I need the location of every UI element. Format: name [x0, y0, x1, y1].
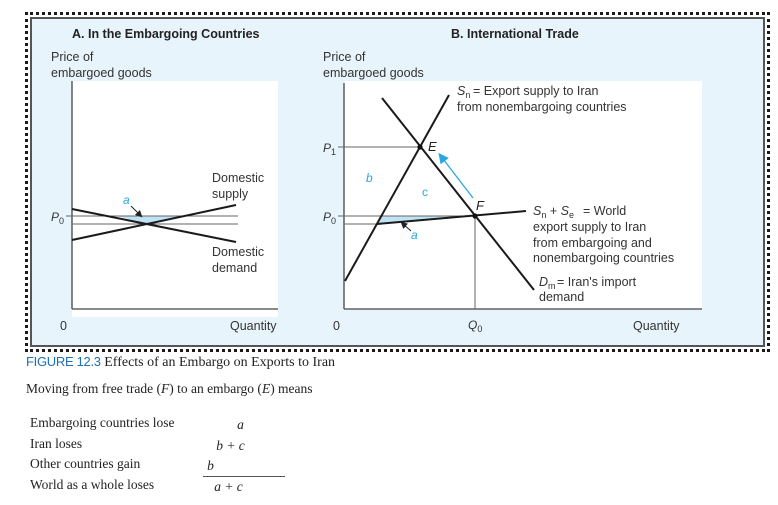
sn-label-2: from nonembargoing countries — [457, 100, 627, 114]
summary-label: Other countries gain — [30, 456, 141, 471]
summary-label: Iran loses — [30, 435, 83, 451]
panel-a-area-a — [117, 216, 180, 224]
point-f — [472, 213, 478, 219]
dm-demand-line — [381, 97, 535, 291]
panel-a-ylabel-1: Price of — [51, 50, 94, 64]
summary-value: a — [237, 417, 244, 432]
world-supply-label-3: from embargoing and — [533, 236, 652, 250]
panel-a: A. In the Embargoing Countries Price of … — [51, 27, 278, 333]
intro-text-before: Moving from free trade ( — [26, 381, 161, 396]
panel-a-ylabel-2: embargoed goods — [51, 66, 152, 80]
panel-b-ylabel-2: embargoed goods — [323, 66, 424, 80]
figure-dotted-border — [25, 12, 770, 352]
domestic-demand-label-2: demand — [212, 261, 257, 275]
summary-label: Embargoing countries lose — [30, 415, 175, 430]
panel-b-xlabel: Quantity — [633, 319, 680, 333]
panel-a-plot-area — [72, 81, 278, 317]
dm-label-1: = Iran's import — [557, 275, 637, 289]
intro-text-after: ) means — [270, 381, 313, 396]
figure-title: Effects of an Embargo on Exports to Iran — [104, 355, 336, 370]
panel-a-area-a-label: a — [123, 193, 130, 207]
world-supply-label-4: nonembargoing countries — [533, 251, 674, 265]
summary-total-rule — [203, 476, 285, 477]
intro-text-middle: ) to an embargo ( — [169, 381, 262, 396]
world-supply-label-1: = World — [583, 204, 626, 218]
panel-a-title: A. In the Embargoing Countries — [72, 27, 260, 41]
figure-caption: FIGURE 12.3 Effects of an Embargo on Exp… — [26, 354, 335, 371]
point-f-label: F — [476, 198, 485, 213]
f-to-e-arrow — [438, 152, 474, 199]
sn-label-1: = Export supply to Iran — [473, 84, 598, 98]
figure-charts: A. In the Embargoing Countries Price of … — [51, 27, 702, 334]
dm-label-2: demand — [539, 290, 584, 304]
summary-value: b — [207, 458, 214, 473]
domestic-supply-line — [71, 204, 237, 241]
panel-b-title: B. International Trade — [451, 27, 579, 41]
world-supply-label-2: export supply to Iran — [533, 220, 646, 234]
panel-a-xlabel: Quantity — [230, 319, 277, 333]
domestic-supply-label-2: supply — [212, 187, 249, 201]
area-c-label: c — [422, 185, 428, 199]
p1-label: P1 — [323, 141, 336, 157]
summary-value: b + c — [216, 437, 245, 453]
sn-supply-line — [344, 94, 450, 282]
p0-label: P0 — [323, 210, 336, 226]
panel-b-ylabel-1: Price of — [323, 50, 366, 64]
panel-a-area-a-pointer — [130, 205, 143, 218]
figure-number: FIGURE 12.3 — [26, 354, 101, 369]
world-supply-label-symbol: Sn + Se — [533, 204, 574, 220]
q0-label: Q0 — [468, 318, 482, 334]
summary-label: World as a whole loses — [30, 476, 155, 492]
panel-b-area-a-pointer — [400, 221, 412, 232]
panel-a-p0-label: P0 — [51, 210, 64, 226]
panel-a-origin-label: 0 — [60, 319, 67, 333]
free-trade-symbol: F — [160, 381, 170, 396]
domestic-demand-label-1: Domestic — [212, 245, 264, 259]
embargo-symbol: E — [261, 381, 271, 396]
domestic-demand-line — [71, 208, 237, 243]
point-e-label: E — [428, 139, 437, 154]
intro-sentence: Moving from free trade (F) to an embargo… — [26, 381, 313, 397]
panel-b-origin-label: 0 — [333, 319, 340, 333]
panel-b-plot-area — [344, 81, 702, 309]
domestic-supply-label-1: Domestic — [212, 171, 264, 185]
summary-value: a + c — [214, 478, 243, 494]
panel-b: B. International Trade Price of embargoe… — [323, 27, 702, 334]
area-b-label: b — [366, 171, 373, 185]
panel-b-area-a-label: a — [411, 228, 418, 242]
point-e — [417, 144, 423, 150]
